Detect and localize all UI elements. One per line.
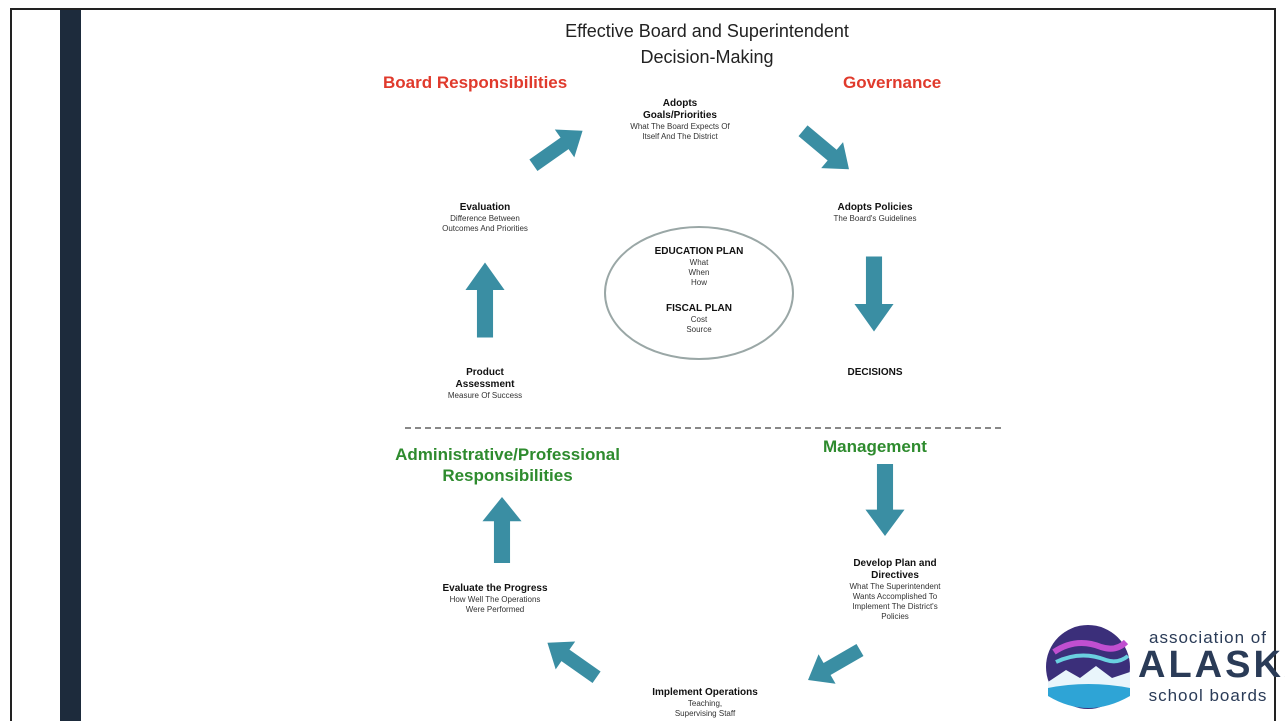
node-subtitle: What The Board Expects Of: [630, 122, 730, 131]
fiscal-plan-block: FISCAL PLAN Cost Source: [604, 302, 794, 335]
arrow-down-right: [792, 117, 860, 183]
node-subtitle: Were Performed: [465, 605, 525, 614]
diagram-title: Effective Board and Superintendent Decis…: [500, 18, 914, 70]
admin-heading-line-1: Administrative/Professional: [395, 445, 620, 464]
node-subtitle: Outcomes And Priorities: [442, 224, 528, 233]
node-subtitle: Itself And The District: [642, 132, 718, 141]
node-adopts-policies: Adopts Policies The Board's Guidelines: [800, 202, 950, 224]
node-title: Goals/Priorities: [643, 110, 717, 121]
node-title: Implement Operations: [652, 687, 758, 698]
education-item: When: [688, 268, 710, 277]
node-title: DECISIONS: [847, 367, 903, 378]
education-plan-block: EDUCATION PLAN What When How: [604, 245, 794, 288]
center-oval: [604, 226, 794, 360]
node-evaluation: Evaluation Difference Between Outcomes A…: [415, 202, 555, 234]
fiscal-item: Cost: [690, 315, 708, 324]
education-item: How: [690, 278, 707, 287]
node-title: Product: [466, 367, 504, 378]
title-line-1: Effective Board and Superintendent: [565, 21, 849, 41]
heading-management: Management: [823, 437, 927, 456]
node-product-assessment: Product Assessment Measure Of Success: [415, 367, 555, 401]
admin-heading-line-2: Responsibilities: [442, 466, 573, 485]
arrow-down: [854, 256, 894, 332]
title-line-2: Decision-Making: [640, 47, 774, 67]
fiscal-item: Source: [686, 325, 712, 334]
node-title: Directives: [871, 570, 919, 581]
node-title: Adopts Policies: [837, 202, 913, 213]
heading-administrative-responsibilities: Administrative/Professional Responsibili…: [375, 444, 640, 486]
fiscal-plan-label: FISCAL PLAN: [666, 303, 732, 314]
arrow-up-admin: [482, 497, 522, 563]
node-title: Evaluation: [459, 202, 511, 213]
governance-management-divider: [405, 427, 1001, 429]
node-subtitle: Difference Between: [450, 214, 520, 223]
education-item: What: [689, 258, 709, 267]
node-title: Adopts: [662, 98, 698, 109]
node-implement-operations: Implement Operations Teaching, Supervisi…: [625, 687, 785, 719]
node-subtitle: How Well The Operations: [449, 595, 541, 604]
heading-governance: Governance: [843, 73, 942, 92]
education-plan-label: EDUCATION PLAN: [654, 246, 744, 257]
node-subtitle: Teaching,: [687, 699, 723, 708]
arrow-up: [465, 262, 505, 338]
node-subtitle: Implement The District's: [852, 602, 938, 611]
arrow-up-right: [523, 116, 593, 180]
node-subtitle: What The Superintendent: [849, 582, 941, 591]
aasb-logo-mark: [1046, 625, 1130, 709]
node-evaluate-progress: Evaluate the Progress How Well The Opera…: [420, 583, 570, 615]
node-subtitle: Measure Of Success: [447, 391, 523, 400]
heading-board-responsibilities: Board Responsibilities: [383, 73, 568, 92]
node-subtitle: Wants Accomplished To: [852, 592, 938, 601]
node-title: Develop Plan and: [853, 558, 937, 569]
arrow-down-management: [865, 464, 905, 536]
arrow-down-left: [799, 635, 869, 695]
arrow-up-left: [537, 628, 607, 692]
node-decisions: DECISIONS: [810, 367, 940, 379]
node-subtitle: Policies: [881, 612, 909, 621]
left-accent-bar: [60, 10, 81, 721]
node-subtitle: Supervising Staff: [674, 709, 736, 718]
node-develop-plan: Develop Plan and Directives What The Sup…: [820, 558, 970, 622]
node-subtitle: The Board's Guidelines: [833, 214, 917, 223]
node-title: Assessment: [455, 379, 515, 390]
logo-text-line3: school boards: [1148, 686, 1268, 705]
node-adopts-goals: Adopts Goals/Priorities What The Board E…: [605, 98, 755, 142]
logo-text-line1: association of: [1149, 628, 1267, 647]
slide-frame: [10, 8, 1276, 721]
node-title: Evaluate the Progress: [442, 583, 548, 594]
logo-text-line2: ALASKA: [1138, 644, 1285, 686]
